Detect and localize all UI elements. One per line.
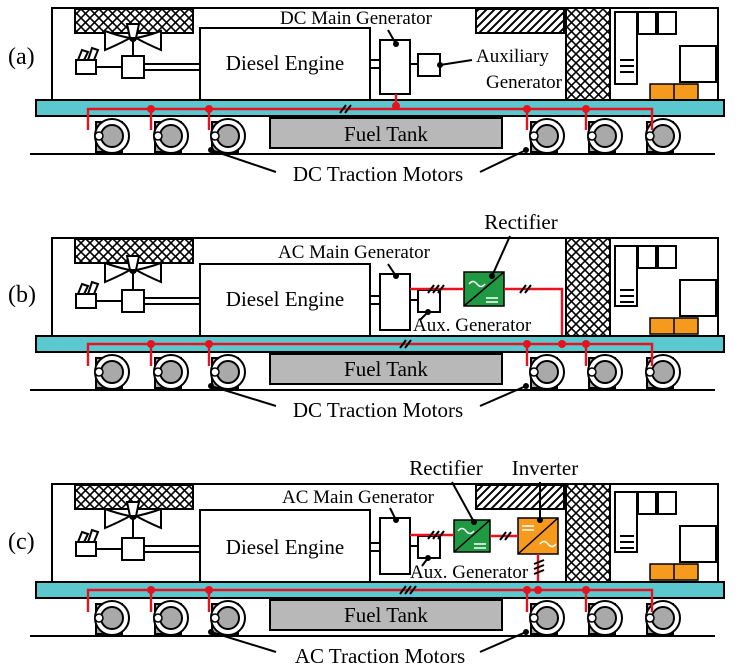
radiator [565,483,611,583]
diesel-engine [199,27,371,101]
cab-console [679,45,717,83]
loco-body [51,483,719,582]
compressor [121,55,145,79]
rectifier-label: Rectifier [484,210,557,234]
fuel-tank [269,117,503,149]
radiator [565,7,611,101]
aux-generator-label: Aux. Generator [410,562,529,583]
aux-generator-label: Auxiliary [476,46,549,67]
panel-a: (a) Diesel Engine DC Main Generator Au [8,7,725,186]
power-bus [86,342,654,366]
aux-generator-label: Generator [486,72,563,93]
blower-icon [75,541,97,557]
aux-generator-label: Aux. Generator [413,315,532,336]
fuel-tank [269,599,503,631]
main-generator [379,517,411,575]
traction-motors-label: AC Traction Motors [295,644,465,668]
fuel-tank [269,353,503,385]
panel-c: (c) Diesel Engine AC Main Generator Aux.… [8,456,725,668]
panel-b: (b) Diesel Engine AC Main Generator Aux.… [8,210,725,422]
panel-b-tag: (b) [8,282,36,308]
aux-generator [417,53,441,77]
main-generator-label: AC Main Generator [282,487,435,508]
blower-icon [75,293,97,309]
cab-window [637,245,657,269]
blower-icon [75,59,97,75]
roof-vent [475,484,565,510]
main-generator-label: DC Main Generator [280,8,433,29]
radiator [565,237,611,337]
panel-c-tag: (c) [8,529,35,555]
main-generator-label: AC Main Generator [278,242,431,263]
diesel-engine [199,263,371,337]
cab-window [657,245,677,269]
inverter-label: Inverter [512,456,578,480]
power-bus [86,107,654,130]
compressor [121,537,145,561]
cab-console [679,525,717,563]
loco-body [51,237,719,336]
cab-window [637,11,657,35]
fuel-tank-label: Fuel Tank [344,603,428,627]
main-generator [379,273,411,331]
roof-vent [475,8,565,34]
main-generator [379,39,411,95]
diesel-engine-label: Diesel Engine [226,535,344,559]
cab-window [657,11,677,35]
diesel-engine [199,509,371,583]
cab-window [657,491,677,515]
loco-body [51,7,719,100]
traction-motors-label: DC Traction Motors [293,398,463,422]
diesel-engine-label: Diesel Engine [226,51,344,75]
cab-seat [614,11,638,85]
diesel-engine-label: Diesel Engine [226,287,344,311]
cab-console [679,279,717,317]
fuel-tank-label: Fuel Tank [344,122,428,146]
fuel-tank-label: Fuel Tank [344,357,428,381]
power-bus [86,588,654,612]
panel-a-tag: (a) [8,44,35,70]
cab-window [637,491,657,515]
compressor [121,289,145,313]
rectifier-label: Rectifier [409,456,482,480]
traction-motors-label: DC Traction Motors [293,162,463,186]
